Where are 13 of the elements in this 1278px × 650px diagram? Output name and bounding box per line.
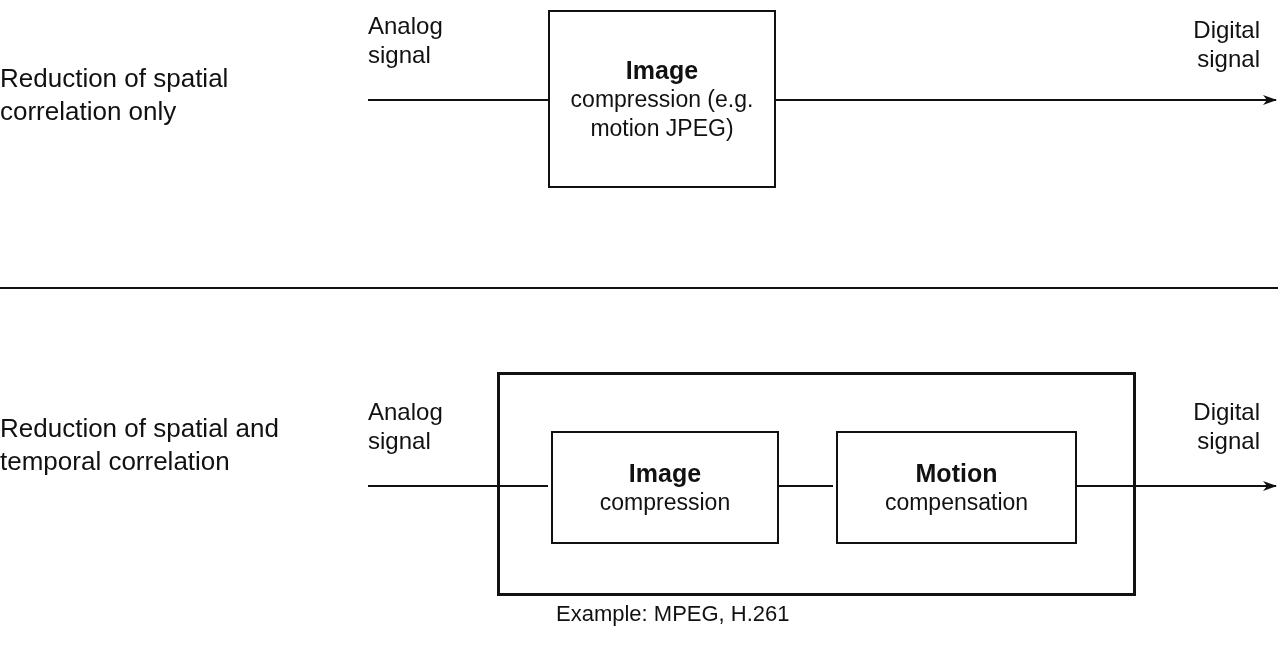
box-text: compensation bbox=[883, 488, 1030, 517]
row-label: Reduction of spatial and temporal correlation bbox=[0, 412, 280, 477]
process-box bbox=[551, 431, 779, 544]
box-text: compression bbox=[598, 488, 732, 517]
box-text: compression (e.g. motion JPEG) bbox=[569, 85, 755, 143]
process-box bbox=[548, 10, 776, 188]
box-heading: Image bbox=[628, 458, 702, 489]
row-label: Reduction of spatial correlation only bbox=[0, 62, 230, 127]
node-label: Example: MPEG, H.261 bbox=[556, 601, 790, 627]
box-heading: Motion bbox=[915, 458, 998, 489]
box-heading: Image bbox=[625, 55, 699, 86]
arrow bbox=[775, 95, 1277, 105]
process-box bbox=[836, 431, 1077, 544]
